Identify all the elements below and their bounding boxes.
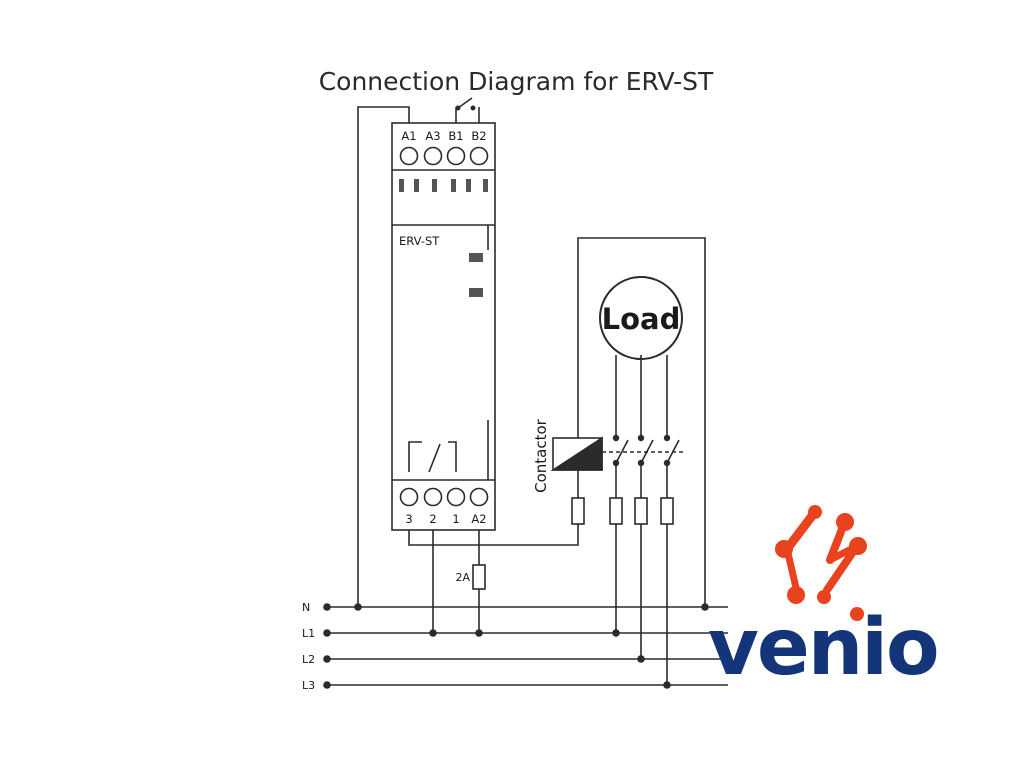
status-led-2 xyxy=(469,288,483,297)
device-model-label: ERV-ST xyxy=(399,234,440,248)
fuse-coil xyxy=(571,497,585,525)
fuse-l3 xyxy=(660,497,674,525)
diagram-title: Connection Diagram for ERV-ST xyxy=(319,67,714,96)
fuse-rating-label: 2A xyxy=(455,571,470,584)
fuse-l1 xyxy=(609,497,623,525)
relay-contact-symbol xyxy=(408,441,422,472)
venio-logo: venio xyxy=(708,505,940,693)
contactor-label: Contactor xyxy=(532,418,550,493)
terminal-label-1: 1 xyxy=(452,512,459,526)
terminal-label-a1: A1 xyxy=(401,129,416,143)
terminal-label-a2: A2 xyxy=(471,512,486,526)
fuse-l2 xyxy=(634,497,648,525)
line-label-l3: L3 xyxy=(302,679,315,692)
logo-wordmark: venio xyxy=(708,603,938,693)
terminal-label-a3: A3 xyxy=(425,129,440,143)
terminal-label-2: 2 xyxy=(429,512,436,526)
fuse-control xyxy=(472,564,486,590)
wiring xyxy=(357,106,706,685)
terminal-screw-a3 xyxy=(423,146,443,166)
supply-lines xyxy=(327,606,728,686)
terminal-screw-b1 xyxy=(446,146,466,166)
junction-dots xyxy=(323,105,709,689)
terminal-screw-a1 xyxy=(399,146,419,166)
line-label-l1: L1 xyxy=(302,627,315,640)
terminal-screw-2 xyxy=(423,487,443,507)
terminal-screw-b2 xyxy=(469,146,489,166)
external-switch xyxy=(455,97,480,123)
status-led-1 xyxy=(469,253,483,262)
load-circle xyxy=(599,276,683,360)
line-label-l2: L2 xyxy=(302,653,315,666)
terminal-pin-strip xyxy=(399,179,488,192)
terminal-screw-a2 xyxy=(469,487,489,507)
terminal-screw-1 xyxy=(446,487,466,507)
logo-mark-icon xyxy=(775,505,867,621)
terminal-label-b2: B2 xyxy=(471,129,486,143)
erv-st-device xyxy=(391,122,496,531)
line-label-n: N xyxy=(302,601,310,614)
terminal-label-b1: B1 xyxy=(448,129,463,143)
terminal-label-3: 3 xyxy=(405,512,412,526)
contactor-coil xyxy=(550,436,603,471)
load-label: Load xyxy=(602,302,681,336)
terminal-screw-3 xyxy=(399,487,419,507)
